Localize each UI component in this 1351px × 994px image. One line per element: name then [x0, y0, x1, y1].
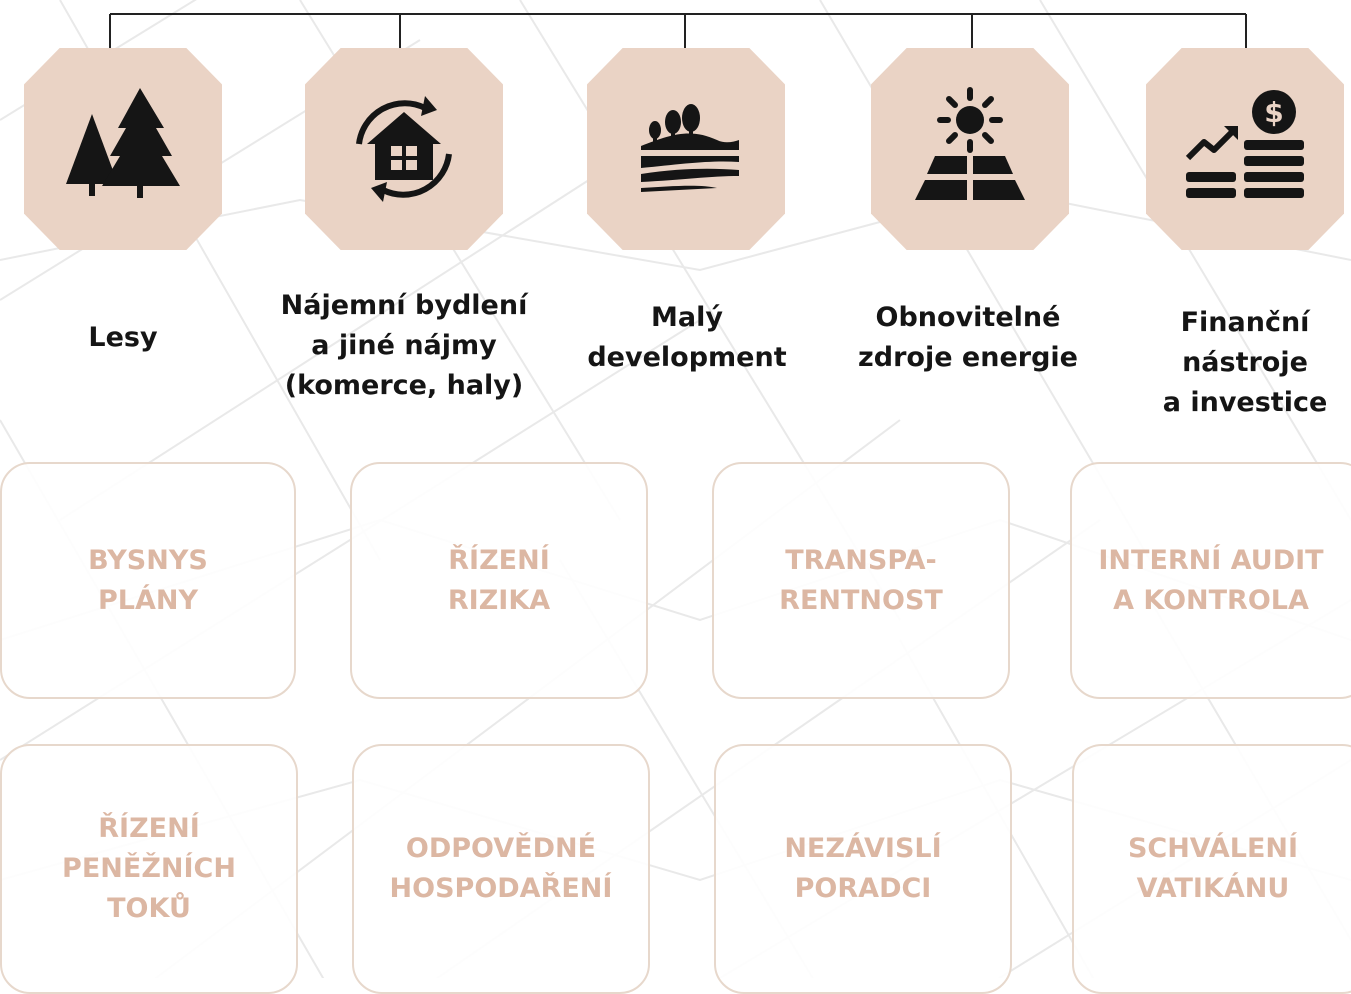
principle-card-vatican-approval: SCHVÁLENÍ VATIKÁNU [1072, 744, 1351, 994]
principle-card-cash-flow: ŘÍZENÍ PENĚŽNÍCH TOKŮ [0, 744, 298, 994]
principle-label: NEZÁVISLÍ PORADCI [784, 833, 942, 904]
landscape-icon [641, 104, 739, 192]
principle-label: INTERNÍ AUDIT A KONTROLA [1098, 544, 1324, 616]
category-icon-financni: $ [1146, 48, 1344, 250]
house-cycle-icon [356, 96, 452, 202]
principle-card-risk-management: ŘÍZENÍ RIZIKA [350, 462, 648, 699]
principle-label: TRANSPA- RENTNOST [779, 544, 943, 616]
principle-card-business-plans: BYSNYS PLÁNY [0, 462, 296, 699]
category-icon-lesy [24, 48, 222, 250]
principle-card-transparency: TRANSPA- RENTNOST [712, 462, 1010, 699]
category-label-financni: Finanční nástroje a investice [1162, 307, 1328, 418]
principle-card-responsible-management: ODPOVĚDNÉ HOSPODAŘENÍ [352, 744, 650, 994]
category-icon-development [587, 48, 785, 250]
category-label-lesy: Lesy [88, 322, 158, 353]
coins-growth-icon: $ [1185, 90, 1304, 198]
category-icon-bydleni [305, 48, 503, 250]
category-icon-energie [871, 48, 1069, 250]
category-label-development: Malý development [587, 302, 787, 373]
principle-label: SCHVÁLENÍ VATIKÁNU [1127, 833, 1299, 904]
solar-panel-icon [915, 87, 1025, 200]
connector-tree [109, 13, 1247, 48]
principle-label: ODPOVĚDNÉ HOSPODAŘENÍ [389, 833, 613, 904]
svg-text:$: $ [1264, 96, 1283, 129]
principle-card-internal-audit: INTERNÍ AUDIT A KONTROLA [1070, 462, 1351, 699]
principle-label: BYSNYS PLÁNY [88, 544, 208, 616]
principle-label: ŘÍZENÍ RIZIKA [447, 544, 551, 616]
principle-label: ŘÍZENÍ PENĚŽNÍCH TOKŮ [62, 813, 236, 924]
principle-card-independent-advisors: NEZÁVISLÍ PORADCI [714, 744, 1012, 994]
forest-icon [66, 88, 180, 198]
category-label-bydleni: Nájemní bydlení a jiné nájmy (komerce, h… [280, 290, 528, 401]
category-label-energie: Obnovitelné zdroje energie [858, 302, 1078, 373]
